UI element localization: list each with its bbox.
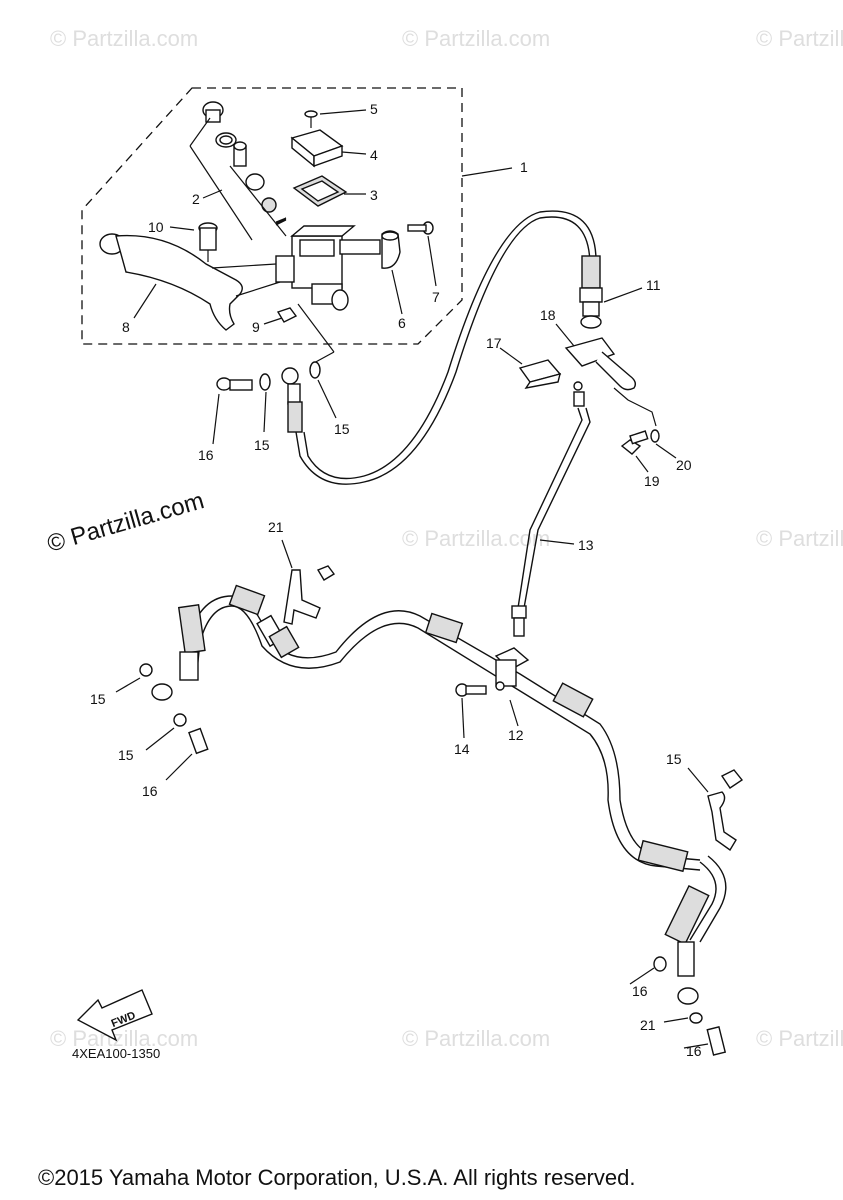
watermark: © Partzilla.com: [402, 26, 550, 51]
hose-guards-middle: [424, 612, 594, 718]
callout-19: 19: [644, 473, 660, 489]
callout-14: 14: [454, 741, 470, 757]
pivot-bolt-part-10: [198, 222, 218, 262]
callout-18: 18: [540, 307, 556, 323]
callout-15: 15: [254, 437, 270, 453]
callout-21: 15: [666, 751, 682, 767]
callout-16: 16: [686, 1043, 702, 1059]
callout-5: 5: [370, 101, 378, 117]
bolt-part-19: [620, 430, 649, 473]
callout-16: 16: [142, 783, 158, 799]
watermark: © Partzilla.com: [50, 26, 198, 51]
watermark: © Partzilla.com: [50, 1026, 198, 1051]
callout-12: 12: [508, 727, 524, 743]
diaphragm-part-3: [292, 175, 348, 207]
upper-brake-hose: [295, 216, 591, 485]
reservoir-cap-part-4: [290, 129, 344, 168]
joint-part-12: [494, 647, 530, 727]
callout-1: 1: [520, 159, 528, 175]
watermark: © Partzilla.com: [402, 1026, 550, 1051]
callout-13: 13: [578, 537, 594, 553]
callout-7: 7: [432, 289, 440, 305]
watermark: © Partzilla.com: [756, 1026, 843, 1051]
partzilla-watermark: © Partzilla.com: [44, 487, 207, 558]
master-cylinder-body: [275, 225, 381, 311]
bracket-part-18: [555, 323, 657, 427]
bracket-part-17: [499, 347, 562, 389]
callout-16: 16: [198, 447, 214, 463]
callout-4: 4: [370, 147, 378, 163]
clamp-part-6: [381, 230, 401, 269]
callout-15: 16: [632, 983, 648, 999]
bracket-part-21-upper: [281, 539, 336, 625]
hose-fitting-part-11: [579, 255, 643, 329]
callout-6: 6: [398, 315, 406, 331]
bracket-part-21-lower: [687, 767, 744, 852]
nut-part-9: [276, 307, 298, 323]
front-brake-hose-edge: [195, 605, 701, 871]
upper-brake-hose-edge: [303, 210, 597, 480]
callout-2: 2: [192, 191, 200, 207]
watermark: © Partzilla.com: [756, 26, 843, 51]
callout-15: 15: [118, 747, 134, 763]
hose-end-right: [629, 839, 727, 1056]
copyright-footer: ©2015 Yamaha Motor Corporation, U.S.A. A…: [38, 1165, 635, 1190]
watermark: © Partzilla.com: [756, 526, 843, 551]
callouts: 1 2 3 4 5 6 7 8 9 10 11 12 13 14 15 16 1…: [90, 101, 702, 1059]
hose-end-left: [115, 584, 300, 781]
callout-20: 20: [676, 457, 692, 473]
callout-9: 9: [252, 319, 260, 335]
screw-part-5: [304, 110, 318, 128]
watermark-layer: © Partzilla.com © Partzilla.com © Partzi…: [50, 26, 843, 1051]
watermark: © Partzilla.com: [402, 526, 550, 551]
brake-pipe-part-13: [511, 381, 591, 637]
callout-15: 15: [334, 421, 350, 437]
bolt-part-7: [407, 221, 434, 235]
callout-17: 17: [486, 335, 502, 351]
callout-15: 21: [640, 1017, 656, 1033]
callout-3: 3: [370, 187, 378, 203]
master-cylinder-assembly-box: [81, 87, 463, 345]
callout-15: 15: [90, 691, 106, 707]
callout-10: 10: [148, 219, 164, 235]
bolt-part-14: [455, 683, 487, 739]
banjo-fitting-upper: [212, 303, 337, 445]
piston-kit-part-2: [189, 101, 287, 241]
callout-8: 8: [122, 319, 130, 335]
leader-lines-top: [133, 109, 513, 325]
callout-21: 21: [268, 519, 284, 535]
brake-lever-part-8: [99, 233, 281, 331]
diagram-code: 4XEA100-1350: [72, 1046, 160, 1061]
washer-part-20: [650, 429, 677, 459]
callout-11: 11: [646, 277, 661, 293]
